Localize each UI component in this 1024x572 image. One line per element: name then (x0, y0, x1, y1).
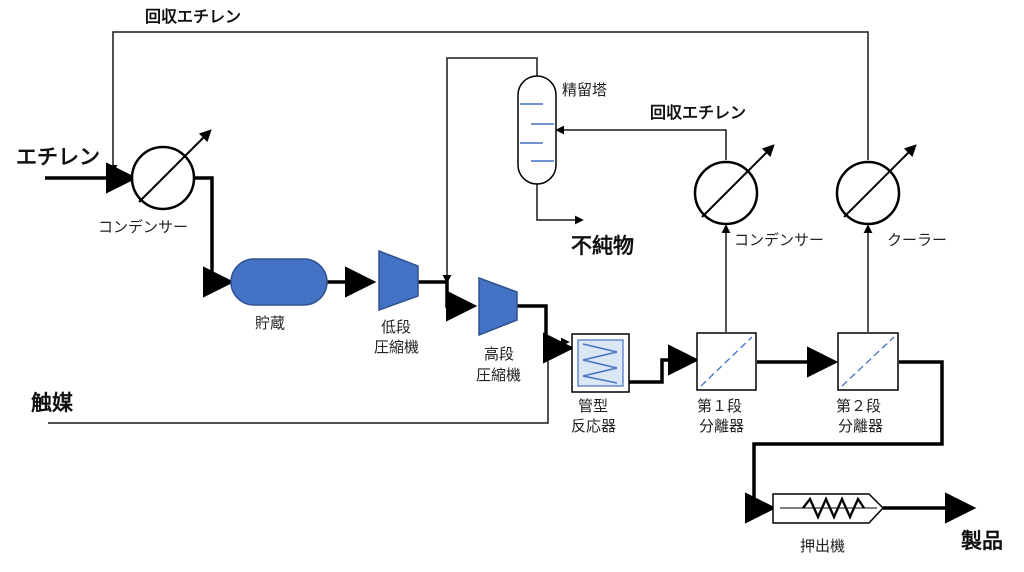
separator-2-label-1: 第２段 (836, 397, 881, 415)
storage-label: 貯蔵 (255, 314, 285, 332)
low-compressor-label-1: 低段 (381, 318, 411, 336)
reactor-label-1: 管型 (578, 397, 608, 415)
storage-tank-body (230, 258, 328, 306)
tubular-reactor (571, 333, 630, 393)
condenser-1-label: コンデンサー (98, 218, 188, 236)
distillation-column (517, 75, 557, 185)
ethylene-feed-label: エチレン (16, 145, 100, 169)
high-stage-compressor (478, 276, 518, 337)
distillation-column-label: 精留塔 (562, 81, 607, 99)
extruder (772, 493, 885, 524)
reactor-label-2: 反応器 (571, 417, 616, 435)
column-overhead-line (442, 57, 538, 284)
cooler (835, 144, 917, 226)
recycle-ethylene-top-label: 回収エチレン (145, 7, 241, 26)
separator-1-label-1: 第１段 (697, 397, 742, 415)
high-compressor-label-2: 圧縮機 (476, 366, 521, 384)
reactor-to-sep1-line (629, 344, 700, 384)
condenser-1 (130, 129, 212, 211)
separator-1-label-2: 分離器 (699, 417, 744, 435)
lp-to-hp-compressor-line (418, 280, 478, 322)
separator-2 (837, 332, 899, 391)
low-stage-compressor (378, 249, 419, 312)
recycle-ethylene-mid-label: 回収エチレン (650, 103, 746, 122)
separator-1 (696, 332, 757, 391)
recycle-line-mid (555, 125, 727, 160)
storage-tank (230, 258, 328, 306)
hp-compressor-to-reactor-line (517, 304, 575, 364)
condenser-2 (693, 144, 775, 226)
product-label: 製品 (960, 529, 1003, 553)
low-compressor-label-2: 圧縮機 (374, 338, 419, 356)
condenser-to-storage-line (194, 176, 235, 298)
separator-2-label-2: 分離器 (838, 417, 883, 435)
impurities-label: 不純物 (571, 234, 634, 258)
condenser-2-label: コンデンサー (734, 231, 824, 249)
extruder-label: 押出機 (800, 537, 845, 555)
catalyst-label: 触媒 (31, 391, 74, 415)
cooler-label: クーラー (887, 231, 947, 249)
impurities-line (536, 184, 584, 225)
sep2-to-extruder-line (744, 360, 944, 524)
recycle-line-top (108, 31, 869, 174)
high-compressor-label-1: 高段 (484, 345, 514, 363)
